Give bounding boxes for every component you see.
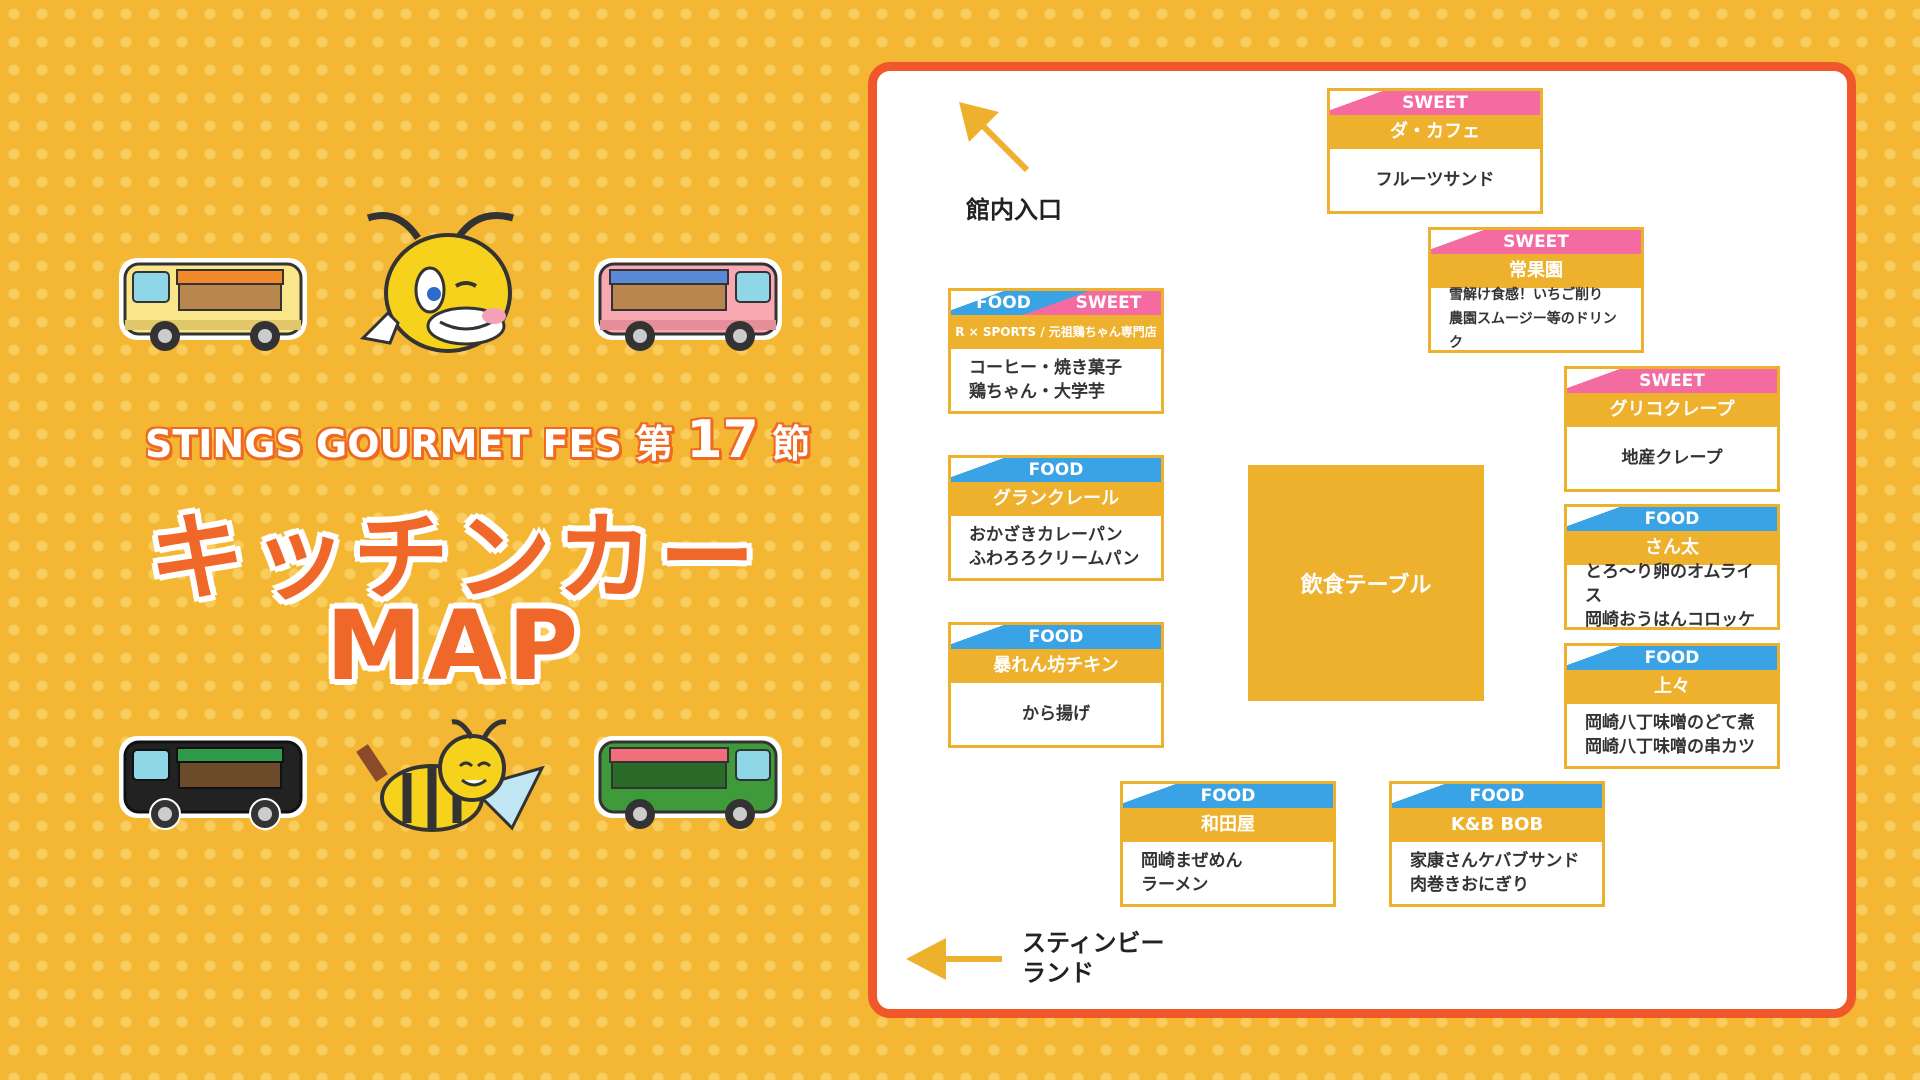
category-badge: SWEET <box>1567 369 1777 393</box>
booth-wadaya[interactable]: FOOD 和田屋 岡崎まぜめんラーメン <box>1120 781 1336 907</box>
category-badge: FOOD <box>1392 784 1602 808</box>
menu-item: とろ〜り卵のオムライス <box>1585 562 1754 606</box>
booth-da-cafe[interactable]: SWEET ダ・カフェ フルーツサンド <box>1327 88 1543 214</box>
menu-item: おかざきカレーパン <box>969 525 1123 545</box>
stingbee-arrow-icon <box>906 938 1002 980</box>
menu-item: 岡崎八丁味噌のどて煮 <box>1585 713 1755 733</box>
left-panel: STINGS GOURMET FES 第 17 節 キッチンカー MAP <box>0 0 860 1080</box>
category-badge: SWEET <box>1431 230 1641 254</box>
booth-grand-clair[interactable]: FOOD グランクレール おかざきカレーパンふわろろクリームパン <box>948 455 1164 581</box>
category-badge: FOOD <box>1567 507 1777 531</box>
category-badge: FOOD <box>1123 784 1333 808</box>
menu-item: ラーメン <box>1141 875 1209 895</box>
round-suffix: 節 <box>771 422 810 466</box>
dining-table: 飲食テーブル <box>1248 465 1484 701</box>
title-line1: キッチンカー <box>149 502 761 614</box>
booth-name: 和田屋 <box>1123 808 1333 842</box>
menu-item: コーヒー・焼き菓子 <box>969 358 1122 378</box>
menu-item: 岡崎八丁味噌の串カツ <box>1585 737 1755 757</box>
booth-name: 常果園 <box>1431 254 1641 288</box>
booth-r-sports[interactable]: FOOD SWEET R × SPORTS / 元祖鶏ちゃん専門店 コーヒー・焼… <box>948 288 1164 414</box>
booth-abarenbo-chicken[interactable]: FOOD 暴れん坊チキン から揚げ <box>948 622 1164 748</box>
menu-item: フルーツサンド <box>1375 170 1495 190</box>
stingbee-land-label: スティンビー ランド <box>1022 928 1165 988</box>
bee-mascot-peace-icon <box>359 212 514 353</box>
stingbee-label-line2: ランド <box>1022 959 1094 987</box>
booth-jokaen[interactable]: SWEET 常果園 雪解け食感！いちご削り農園スムージー等のドリンク <box>1428 227 1644 353</box>
category-food: FOOD <box>976 293 1031 313</box>
menu-item: 家康さんケバブサンド <box>1410 851 1580 871</box>
category-badge: FOOD <box>951 458 1161 482</box>
entrance-label: 館内入口 <box>966 196 1062 224</box>
title-line2: MAP <box>325 590 585 702</box>
kitchen-car-green-icon <box>594 736 782 829</box>
category-sweet: SWEET <box>1075 293 1142 313</box>
menu-item: 農園スムージー等のドリンク <box>1449 311 1617 351</box>
bee-mascot-flying-icon <box>356 719 545 832</box>
booth-name: 上々 <box>1567 670 1777 704</box>
menu-item: 雪解け食感！いちご削り <box>1449 287 1603 303</box>
menu-item: 地産クレープ <box>1621 448 1723 468</box>
booth-glico-crepe[interactable]: SWEET グリコクレープ 地産クレープ <box>1564 366 1780 492</box>
kitchen-car-pink-icon <box>594 258 782 351</box>
booth-santa[interactable]: FOOD さん太 とろ〜り卵のオムライス岡崎おうはんコロッケ <box>1564 504 1780 630</box>
entrance-arrow-icon <box>959 102 1030 173</box>
kitchen-car-black-icon <box>119 736 307 830</box>
menu-item: 肉巻きおにぎり <box>1410 875 1529 895</box>
category-badge: SWEET <box>1330 91 1540 115</box>
event-name: STINGS GOURMET FES <box>145 422 622 466</box>
category-badge: FOOD SWEET <box>951 291 1161 315</box>
menu-item: 鶏ちゃん・大学芋 <box>969 382 1105 402</box>
menu-item: 岡崎まぜめん <box>1141 851 1243 871</box>
round-prefix: 第 <box>635 422 674 466</box>
category-badge: FOOD <box>951 625 1161 649</box>
booth-name: 暴れん坊チキン <box>951 649 1161 683</box>
booth-name: グリコクレープ <box>1567 393 1777 427</box>
menu-item: ふわろろクリームパン <box>969 549 1140 569</box>
menu-item: 岡崎おうはんコロッケ <box>1585 610 1755 630</box>
booth-name: ダ・カフェ <box>1330 115 1540 149</box>
event-title: STINGS GOURMET FES 第 17 節 <box>145 410 810 470</box>
kitchen-car-yellow-icon <box>119 258 307 351</box>
round-number: 17 <box>686 410 759 470</box>
booth-jojo[interactable]: FOOD 上々 岡崎八丁味噌のどて煮岡崎八丁味噌の串カツ <box>1564 643 1780 769</box>
booth-name: グランクレール <box>951 482 1161 516</box>
booth-kb-bob[interactable]: FOOD K&B BOB 家康さんケバブサンド肉巻きおにぎり <box>1389 781 1605 907</box>
booth-name: K&B BOB <box>1392 808 1602 842</box>
menu-item: から揚げ <box>1022 704 1090 724</box>
booth-name: R × SPORTS / 元祖鶏ちゃん専門店 <box>951 315 1161 349</box>
stingbee-label-line1: スティンビー <box>1022 929 1165 957</box>
category-badge: FOOD <box>1567 646 1777 670</box>
booth-name: さん太 <box>1567 531 1777 565</box>
